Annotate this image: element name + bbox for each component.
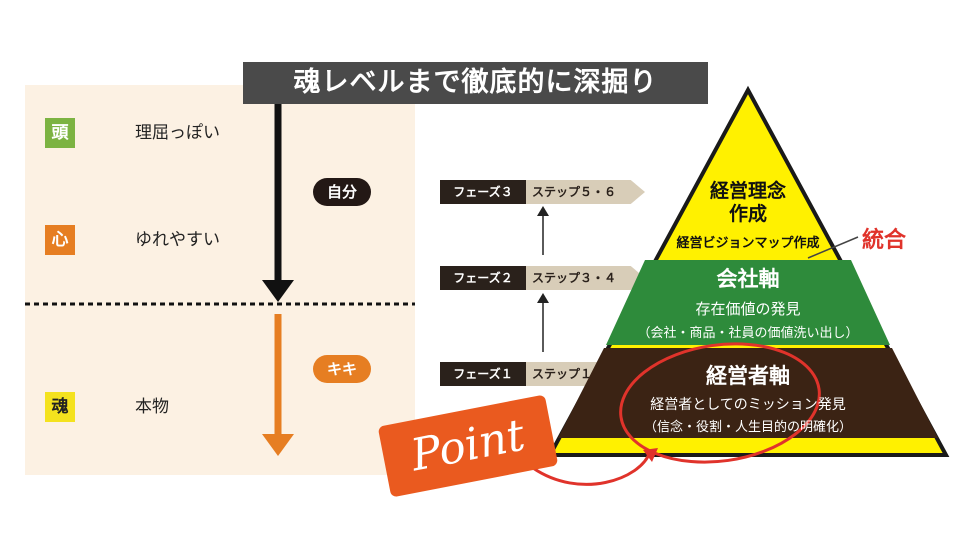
integration-connector	[807, 236, 859, 259]
top-title-line1: 経営理念	[709, 180, 786, 202]
middle-subtitle: 存在価値の発見	[695, 300, 801, 318]
down-arrow-orange-head	[262, 434, 294, 456]
middle-title: 会社軸	[716, 267, 780, 291]
phase-row-3: フェーズ３ ステップ５・６	[440, 180, 645, 204]
level-head-icon: 頭	[45, 118, 75, 148]
step-label: ステップ５・６	[526, 180, 645, 204]
down-arrow-black-head	[262, 280, 294, 302]
level-head-text: 理屈っぽい	[135, 123, 220, 143]
phase-label: フェーズ１	[440, 362, 526, 386]
point-arrow-curve	[532, 451, 652, 486]
pyramid-middle-layer	[606, 260, 890, 345]
top-subtitle: 経営ビジョンマップ作成	[676, 236, 820, 251]
bottom-subtitle: 経営者としてのミッション発見	[650, 397, 846, 413]
level-soul-icon: 魂	[45, 392, 75, 422]
phase-label: フェーズ２	[440, 266, 526, 290]
phase-up-arrow-2-head	[537, 206, 549, 216]
level-heart-icon: 心	[45, 225, 75, 255]
levels-panel	[25, 85, 415, 475]
level-soul-text: 本物	[135, 397, 169, 417]
phase-label: フェーズ３	[440, 180, 526, 204]
self-pill: 自分	[313, 178, 371, 206]
middle-note: （会社・商品・社員の価値洗い出し）	[637, 326, 859, 341]
bottom-title: 経営者軸	[706, 364, 790, 388]
crisis-pill: キキ	[313, 355, 371, 383]
step-label: ステップ３・４	[526, 266, 645, 290]
pyramid-bottom-layer	[558, 348, 938, 438]
bottom-note: （信念・役割・人生目的の明確化）	[643, 420, 852, 435]
level-heart-text: ゆれやすい	[135, 230, 220, 250]
phase-up-arrow-1-head	[537, 293, 549, 303]
page-title: 魂レベルまで徹底的に深掘り	[243, 62, 708, 104]
integration-label: 統合	[862, 228, 907, 253]
phase-row-2: フェーズ２ ステップ３・４	[440, 266, 645, 290]
highlight-circle	[619, 342, 821, 464]
point-arrow-head	[643, 448, 658, 462]
top-title-line2: 作成	[728, 203, 767, 225]
